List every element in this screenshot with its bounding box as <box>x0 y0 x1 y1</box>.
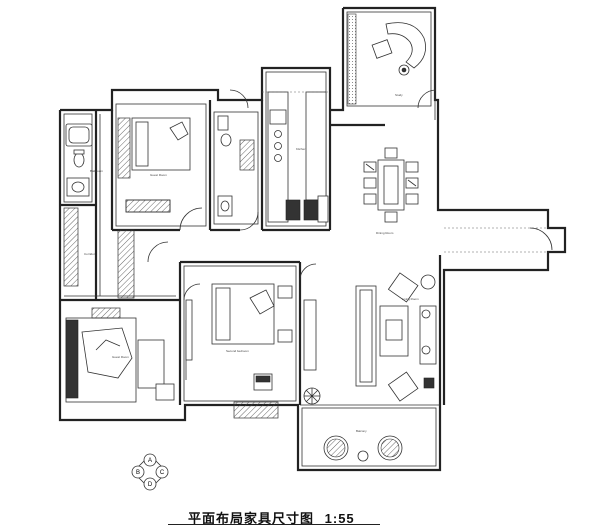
kitchen: Kitchen <box>262 91 330 223</box>
bathtub <box>65 123 93 147</box>
study-chair <box>371 39 393 59</box>
study: Study <box>347 13 437 120</box>
second-bedroom: Second bedroom <box>185 283 293 419</box>
drawing-title: 平面布局家具尺寸图 1:55 <box>188 508 361 527</box>
dining-label: Dining Room <box>376 231 394 235</box>
living-sofa <box>355 285 377 387</box>
study-label: Study <box>395 93 403 97</box>
guest-room-label: Guest Room <box>150 173 167 177</box>
sink <box>66 177 90 197</box>
plant <box>303 387 321 405</box>
master-bedroom: Guest Room <box>65 307 175 403</box>
door-swings <box>147 89 317 301</box>
bathroom-fixtures: Bathroom <box>65 123 104 197</box>
wc-toilet <box>220 133 232 147</box>
living-room: Living Room <box>300 272 440 406</box>
kitchen-label: Kitchen <box>296 147 306 151</box>
compass-letter-a: A <box>148 458 152 464</box>
drawing-scale: 1:55 <box>324 511 355 526</box>
compass-letter-c: C <box>160 470 165 476</box>
balcony: Balcony <box>323 429 403 462</box>
drawing-title-name: 平面布局家具尺寸图 <box>188 511 315 526</box>
title-underline <box>168 524 380 525</box>
second-bedroom-label: Second bedroom <box>226 349 249 353</box>
guest-bed <box>131 117 191 171</box>
study-curved-desk <box>385 22 427 69</box>
second-bedroom-bed <box>211 283 275 345</box>
wc-sink <box>220 200 230 212</box>
entry <box>444 227 553 253</box>
guest-room: Guest Room <box>125 117 203 231</box>
dining: Dining Room <box>363 147 419 235</box>
master-chair <box>155 383 175 401</box>
compass: A B C D <box>131 453 169 491</box>
wall-inner-lines <box>63 11 437 467</box>
wc <box>213 111 259 231</box>
bathroom-label: Bathroom <box>90 169 104 173</box>
living-room-label: Living Room <box>402 297 419 301</box>
compass-letter-d: D <box>148 482 153 488</box>
balcony-label: Balcony <box>356 429 367 433</box>
compass-letter-b: B <box>136 470 140 476</box>
balcony-table <box>357 450 369 462</box>
toilet <box>73 152 85 168</box>
kitchen-sink <box>269 109 287 125</box>
master-bedroom-label: Guest Room <box>112 355 129 359</box>
corridor-closets: Corridor <box>63 117 135 299</box>
corridor-label: Corridor <box>84 252 95 256</box>
